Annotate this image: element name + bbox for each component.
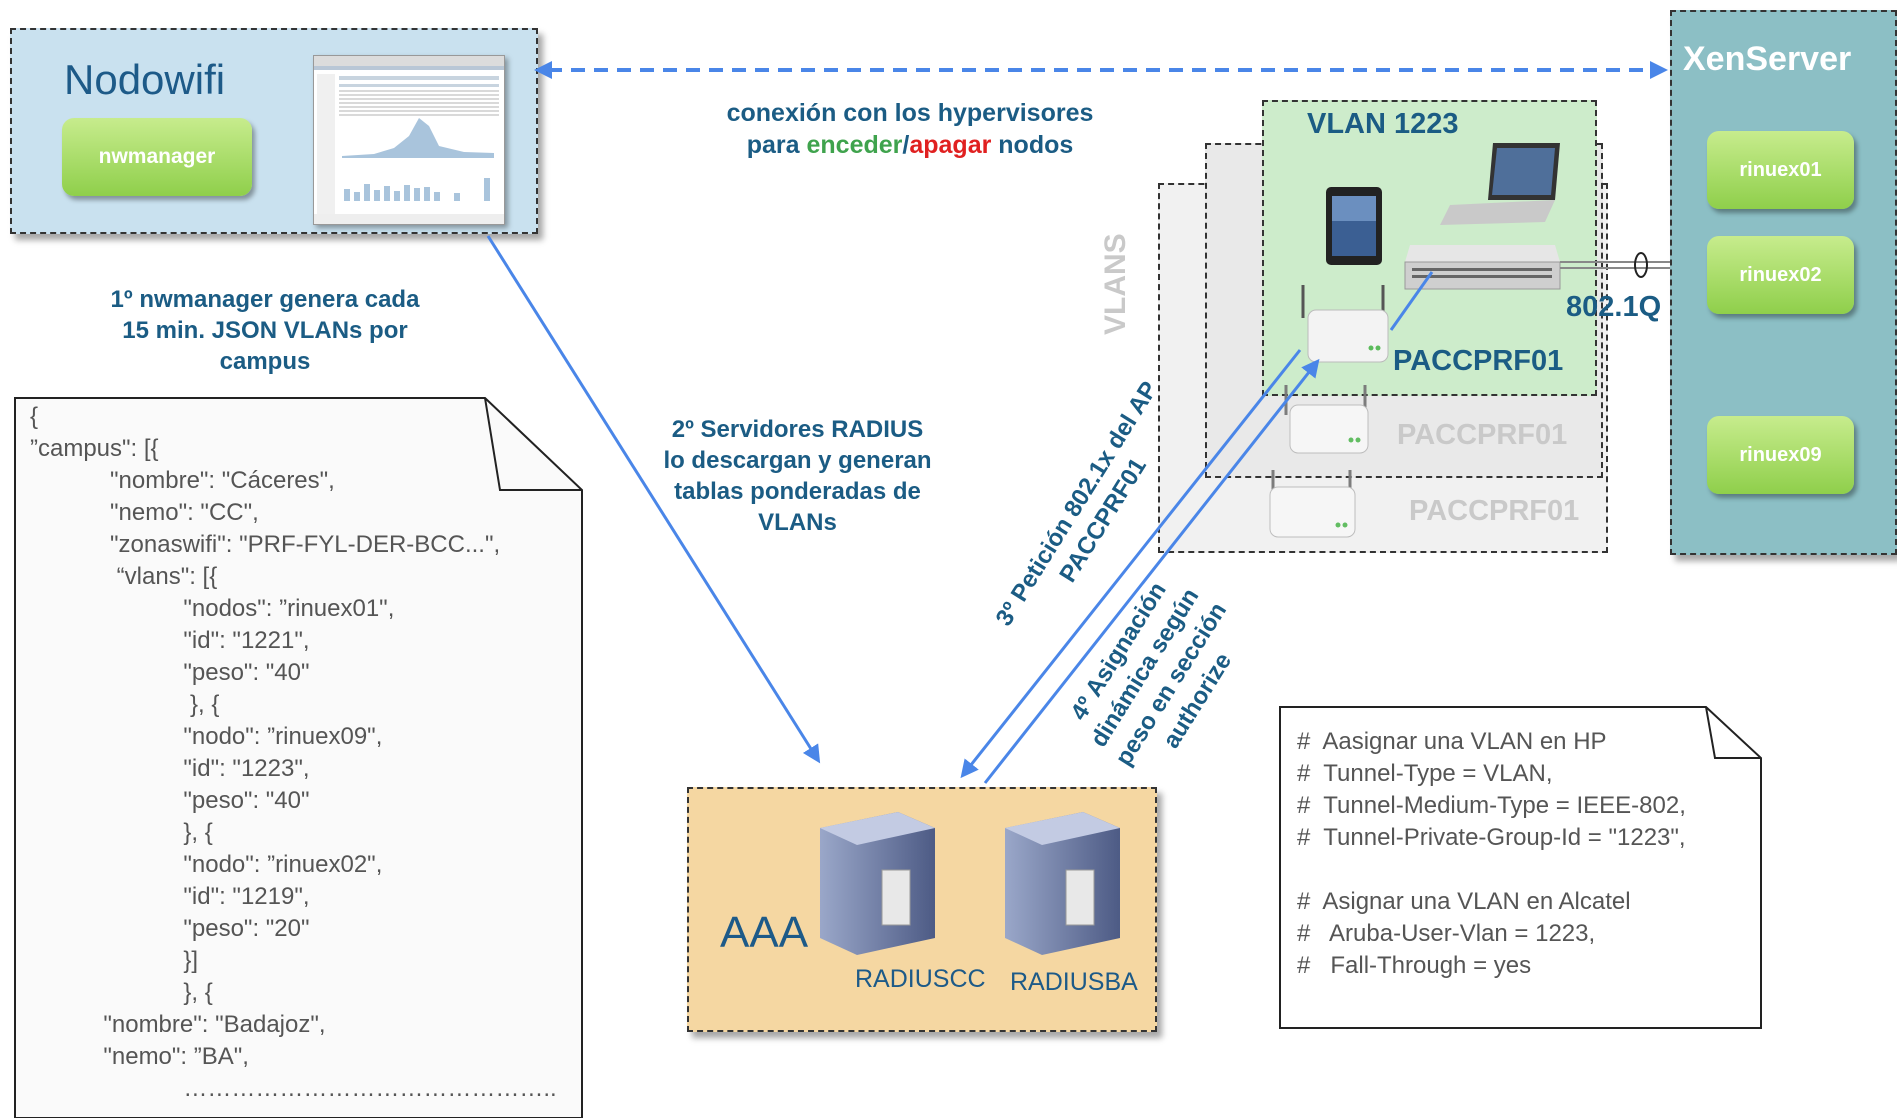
step2-line1: 2º Servidores RADIUS (671, 416, 924, 443)
nwmanager-screenshot-thumbnail (313, 55, 505, 225)
ap-label-front: PACCPRF01 (1393, 345, 1564, 377)
tablet-icon (1326, 187, 1382, 265)
step2-arrow (486, 235, 821, 764)
json-note-line: }, { (30, 979, 213, 1006)
hypervisor-link-caption: conexión con los hypervisores para enced… (690, 97, 1130, 161)
step3-arrow (960, 349, 1302, 779)
access-point-icon-back (1269, 470, 1356, 538)
json-note-line: "peso": "40" (30, 787, 310, 814)
aaa-label: AAA (720, 908, 809, 957)
json-note-line: { (30, 403, 39, 430)
step1-line3: campus (219, 348, 311, 375)
radiuscc-label: RADIUSCC (855, 965, 986, 993)
server-icon-radiusba (1005, 812, 1120, 955)
json-note-line: "nemo": "CC", (30, 499, 259, 526)
step2-caption: 2º Servidores RADIUS lo descargan y gene… (620, 414, 975, 538)
radius-note-line: # Fall-Through = yes (1297, 952, 1532, 979)
step2-line4: VLANs (758, 509, 837, 536)
apagar-word: apagar (909, 131, 992, 159)
json-note-line: "zonaswifi": "PRF-FYL-DER-BCC...", (30, 531, 501, 558)
json-note-line: "nodo": ”rinuex02", (30, 851, 383, 878)
step1-line2: 15 min. JSON VLANs por (122, 317, 408, 344)
laptop-icon (1440, 143, 1560, 225)
json-note-line: }, { (30, 819, 213, 846)
xen-node-rinuex01: rinuex01 (1707, 131, 1854, 209)
nodowifi-title: Nodowifi (64, 56, 226, 103)
xen-node-rinuex02: rinuex02 (1707, 236, 1854, 314)
ap-label-middle: PACCPRF01 (1397, 419, 1568, 451)
radius-note-line: # Aruba-User-Vlan = 1223, (1297, 920, 1596, 947)
json-note-line: “vlans": [{ (30, 563, 218, 590)
vlan-1223-label: VLAN 1223 (1307, 108, 1459, 140)
radius-note-line (1297, 854, 1686, 886)
radiusba-label: RADIUSBA (1010, 968, 1138, 996)
radius-note-line: # Tunnel-Medium-Type = IEEE-802, (1297, 792, 1686, 819)
step2-line2: lo descargan y generan (663, 447, 932, 474)
json-note-line: }] (30, 947, 199, 974)
step2-line3: tablas ponderadas de (674, 478, 921, 505)
json-note-line: ”campus": [{ (30, 435, 159, 462)
json-note-line: "nombre": "Cáceres", (30, 467, 335, 494)
radius-note-line: # Asignar una VLAN en Alcatel (1297, 888, 1631, 915)
json-note-line: "id": "1221", (30, 627, 310, 654)
step4-arrow (983, 358, 1320, 784)
json-note-line: "nodos": ”rinuex01", (30, 595, 395, 622)
radius-note-line: # Tunnel-Type = VLAN, (1297, 760, 1553, 787)
json-note-line: "id": "1219", (30, 883, 310, 910)
ap-switch-link (1389, 271, 1434, 331)
json-note-line: "nodo": ”rinuex09", (30, 723, 383, 750)
json-note-line: ……………………………………….. (30, 1075, 557, 1102)
access-point-icon-front (1301, 285, 1389, 363)
step1-line1: 1º nwmanager genera cada (110, 286, 420, 313)
json-note-line: }, { (30, 691, 220, 718)
ap-label-back: PACCPRF01 (1409, 495, 1580, 527)
radius-note-content: # Aasignar una VLAN en HP # Tunnel-Type =… (1297, 726, 1686, 982)
trunk-8021q-label: 802.1Q (1566, 291, 1662, 323)
json-note-line: "id": "1223", (30, 755, 310, 782)
hypervisor-link-line2: para enceder/apagar nodos (746, 131, 1074, 159)
xen-node-rinuex09: rinuex09 (1707, 416, 1854, 494)
trunk-cable (1560, 252, 1670, 278)
step1-caption: 1º nwmanager genera cada 15 min. JSON VL… (70, 284, 460, 377)
json-note-line: "nemo": ”BA", (30, 1043, 249, 1070)
json-note-line: "peso": "20" (30, 915, 310, 942)
xenserver-title: XenServer (1683, 40, 1852, 78)
json-note-content: { ”campus": [{ "nombre": "Cáceres", "nemo… (30, 401, 557, 1105)
radius-note-line: # Tunnel-Private-Group-Id = "1223", (1297, 824, 1686, 851)
json-note-line: "peso": "40" (30, 659, 310, 686)
nwmanager-node: nwmanager (62, 118, 252, 196)
radius-note-line: # Aasignar una VLAN en HP (1297, 728, 1607, 755)
hypervisor-link-line1: conexión con los hypervisores (726, 99, 1094, 127)
server-icon-radiuscc (820, 812, 935, 955)
enceder-word: enceder (806, 131, 903, 159)
json-note-line: "nombre": "Badajoz", (30, 1011, 326, 1038)
